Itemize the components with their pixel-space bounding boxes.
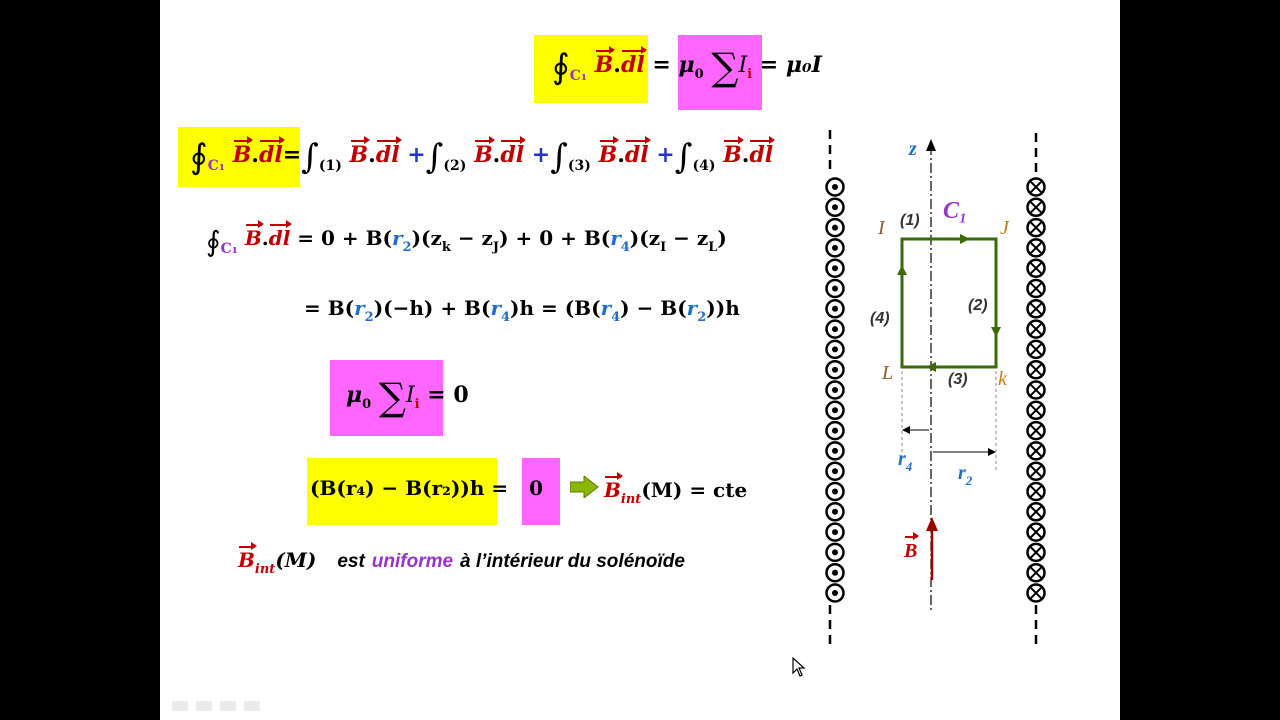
wire-dot-center	[832, 346, 838, 353]
contour-label: C₁	[943, 198, 968, 224]
solenoid-diagram	[825, 130, 1046, 647]
wire-dot-center	[832, 529, 838, 536]
wire-dot-center	[832, 265, 838, 272]
wire-dot-center	[832, 326, 838, 333]
radius-r4: r4	[898, 448, 913, 474]
wire-dot-center	[832, 387, 838, 393]
magenta-box-zero	[330, 360, 443, 436]
radius-r2: r2	[958, 462, 973, 488]
wire-dot-center	[832, 508, 838, 515]
statement: Bint(M) est uniforme à l’intérieur du so…	[238, 542, 685, 577]
wire-dot-center	[832, 549, 838, 556]
wire-cross-line	[1029, 424, 1043, 438]
wire-dot-center	[832, 569, 838, 576]
corner-J: J	[1000, 217, 1009, 239]
mouse-cursor-icon	[792, 657, 806, 677]
magenta-box-top	[678, 35, 762, 110]
yellow-box-top	[534, 35, 648, 103]
equation-zero: μ0 ∑Ii = 0	[346, 375, 469, 419]
segment-3-label: (3)	[948, 371, 968, 388]
wire-dot-center	[832, 447, 838, 454]
menu-icon[interactable]	[220, 701, 236, 711]
slideshow-toolbar[interactable]	[172, 696, 268, 715]
prev-icon[interactable]	[172, 701, 188, 711]
wire-cross-line	[1029, 322, 1043, 336]
wire-dot-center	[832, 590, 838, 596]
wire-cross-line	[1029, 586, 1043, 600]
wire-cross-line	[1029, 464, 1043, 478]
wire-cross-line	[1029, 444, 1043, 458]
wire-dot-center	[832, 224, 838, 231]
equation-eval-1: ∮C₁ B.dl = 0 + B(r2)(zk − zJ) + 0 + B(r4…	[206, 220, 727, 258]
wire-cross-line	[1029, 485, 1043, 498]
field-B-label: B	[904, 532, 920, 562]
pen-icon[interactable]	[196, 701, 212, 711]
wire-cross-line	[1029, 383, 1043, 397]
segment-2-label: (2)	[968, 297, 988, 314]
wire-cross-line	[1029, 282, 1043, 295]
equation-eval-2: = B(r2)(−h) + B(r4)h = (B(r4) − B(r2))h	[304, 296, 740, 325]
segment-1-label: (1)	[900, 212, 920, 229]
segment-4-label: (4)	[870, 310, 890, 327]
wire-dot-center	[832, 427, 838, 434]
equation-split: ∮C₁ B.dl=∫(1) B.dl +∫(2) B.dl +∫(3) B.dl…	[190, 136, 775, 177]
wire-dot-center	[832, 468, 838, 475]
arrow-right-icon	[569, 474, 600, 502]
magenta-box-result	[522, 458, 560, 525]
wire-dot-center	[832, 488, 838, 495]
wire-dot-center	[832, 285, 838, 292]
equation-result: (B(r₄) − B(r₂))h = 0	[310, 476, 544, 500]
wire-cross-line	[1029, 342, 1043, 356]
conclusion: Bint(M) = cte	[604, 472, 748, 507]
wire-cross-line	[1029, 221, 1043, 235]
wire-cross-line	[1029, 241, 1043, 255]
wire-cross-line	[1029, 261, 1043, 275]
equation-top: ∮C₁ B.dl = μ0 ∑Ii = μ₀I	[552, 45, 822, 89]
wire-dot-center	[832, 407, 838, 414]
wire-cross-line	[1029, 525, 1043, 539]
slide: ∮C₁ B.dl = μ0 ∑Ii = μ₀I ∮C₁ B.dl=∫(1) B.…	[160, 0, 1120, 720]
wire-cross-line	[1029, 363, 1043, 377]
corner-L: L	[882, 362, 894, 384]
corner-I: I	[878, 217, 885, 239]
wire-dot-center	[832, 184, 838, 190]
wire-cross-line	[1029, 180, 1043, 194]
corner-k: k	[998, 368, 1007, 390]
yellow-box-result	[307, 458, 497, 525]
wire-cross-line	[1029, 566, 1043, 580]
wire-dot-center	[832, 244, 838, 251]
axis-label-z: z	[909, 138, 917, 160]
next-icon[interactable]	[244, 701, 260, 711]
wire-dot-center	[832, 366, 838, 373]
wire-cross-line	[1029, 505, 1043, 519]
wire-cross-line	[1029, 302, 1043, 316]
wire-cross-line	[1029, 200, 1043, 214]
wire-dot-center	[832, 305, 838, 312]
wire-cross-line	[1029, 545, 1043, 559]
wire-dot-center	[832, 204, 838, 211]
wire-cross-line	[1029, 403, 1043, 417]
